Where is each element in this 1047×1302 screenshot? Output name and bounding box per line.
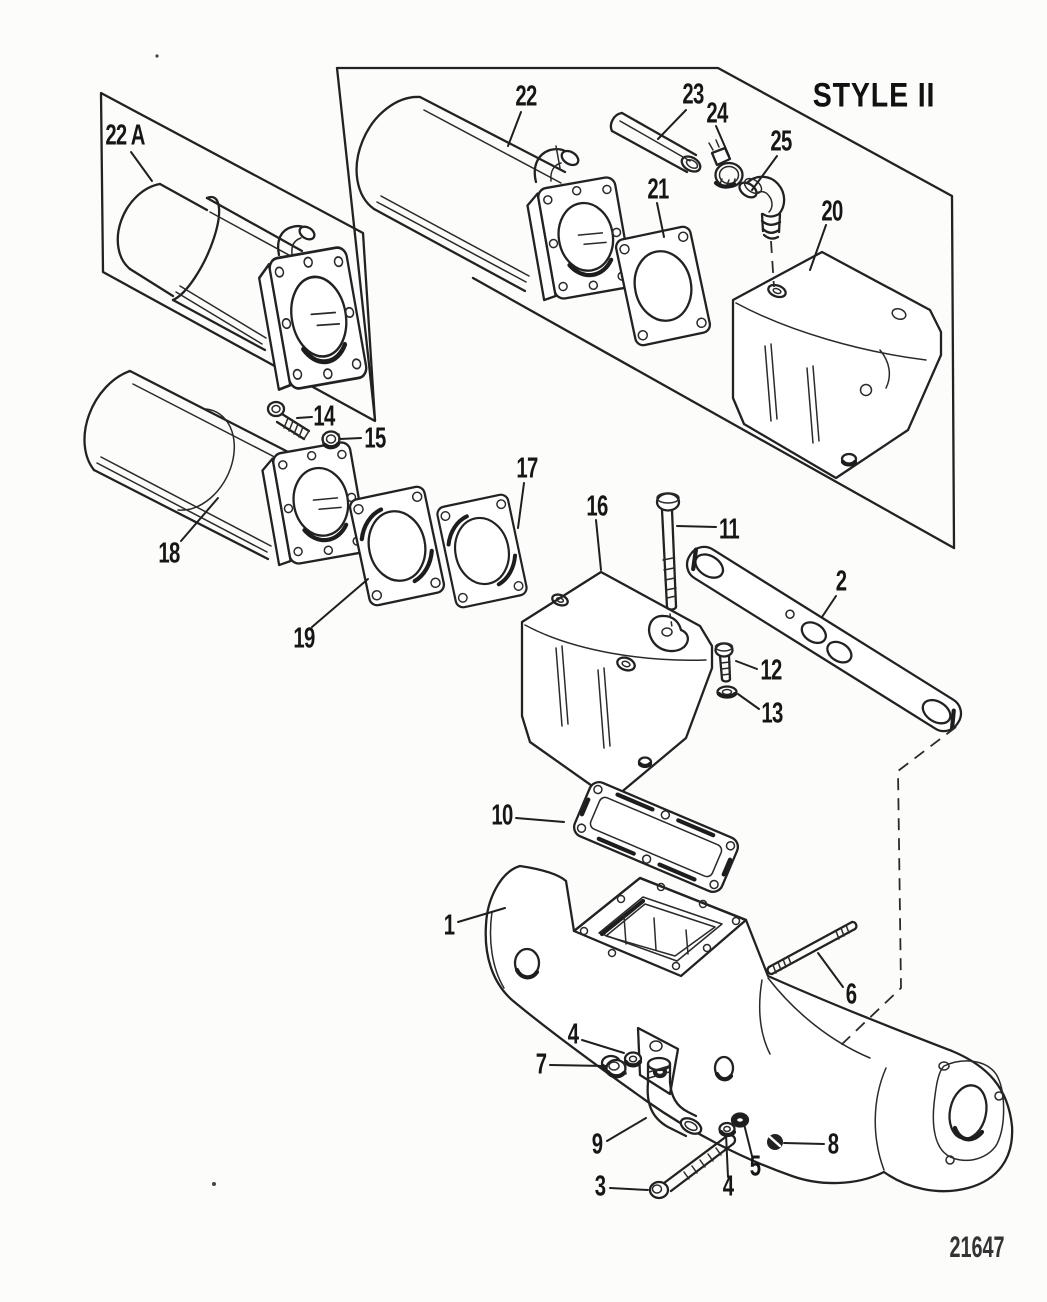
callout-12: 12 bbox=[760, 654, 782, 687]
part-21-gasket bbox=[613, 224, 713, 348]
callout-4b: 4 bbox=[722, 1170, 734, 1203]
part-25-elbow-fitting bbox=[738, 175, 786, 240]
callout-8: 8 bbox=[827, 1128, 839, 1161]
part-5-washer bbox=[730, 1112, 750, 1128]
callout-1: 1 bbox=[443, 909, 455, 942]
part-16-manifold bbox=[520, 570, 714, 802]
part-14-screw bbox=[266, 400, 311, 441]
part-2-gasket bbox=[685, 545, 963, 733]
part-11-bolt bbox=[655, 492, 681, 628]
part-24-hose-clamp bbox=[708, 139, 744, 189]
callout-5: 5 bbox=[749, 1150, 761, 1183]
part-19-gasket bbox=[349, 485, 446, 606]
callout-22A: 22 A bbox=[105, 119, 145, 152]
callout-10: 10 bbox=[491, 799, 513, 832]
callout-11: 11 bbox=[718, 513, 740, 546]
callout-16: 16 bbox=[586, 490, 608, 523]
part-18-muffler bbox=[83, 369, 368, 567]
part-12-screw bbox=[714, 642, 734, 683]
callout-9: 9 bbox=[591, 1128, 603, 1161]
callout-7: 7 bbox=[535, 1048, 547, 1081]
part-1-manifold bbox=[484, 864, 1014, 1193]
callout-4a: 4 bbox=[567, 1018, 579, 1051]
callout-6: 6 bbox=[845, 978, 857, 1011]
callout-20: 20 bbox=[821, 195, 843, 228]
callout-22: 22 bbox=[515, 80, 537, 113]
callout-23: 23 bbox=[682, 78, 704, 111]
scan-speck bbox=[212, 1182, 216, 1186]
scan-speck bbox=[155, 54, 159, 58]
callout-14: 14 bbox=[313, 400, 335, 433]
part-8-plug bbox=[767, 1134, 783, 1150]
part-6-stud bbox=[766, 920, 858, 976]
style-title: STYLE II bbox=[812, 76, 936, 115]
callout-24: 24 bbox=[706, 97, 728, 130]
callout-15: 15 bbox=[364, 422, 386, 455]
part-10-gasket bbox=[572, 781, 740, 893]
leader-lines bbox=[130, 109, 844, 1191]
drawing-number: 21647 bbox=[949, 1231, 1005, 1264]
part-7-plug bbox=[605, 1058, 627, 1079]
part-17-gasket bbox=[434, 491, 530, 611]
callout-19: 19 bbox=[293, 622, 315, 655]
style2-panel bbox=[335, 66, 956, 550]
part-4-washer-b bbox=[718, 1121, 737, 1138]
callout-2: 2 bbox=[835, 565, 847, 598]
callout-21: 21 bbox=[647, 173, 669, 206]
part-20-manifold bbox=[731, 250, 943, 480]
callout-17: 17 bbox=[516, 452, 538, 485]
part-23-tube bbox=[609, 111, 702, 174]
callout-3: 3 bbox=[594, 1170, 606, 1203]
callout-18: 18 bbox=[158, 537, 180, 570]
part-9-elbow-fitting bbox=[646, 1056, 703, 1138]
part-22-muffler bbox=[355, 95, 634, 302]
part-22a-muffler bbox=[116, 182, 368, 392]
part-15-nut bbox=[321, 430, 341, 450]
part-13-washer bbox=[716, 685, 738, 699]
callout-13: 13 bbox=[761, 697, 783, 730]
part-4-washer-a bbox=[623, 1051, 643, 1068]
callout-25: 25 bbox=[770, 125, 792, 158]
dashed-alignment-lines bbox=[770, 240, 957, 1047]
